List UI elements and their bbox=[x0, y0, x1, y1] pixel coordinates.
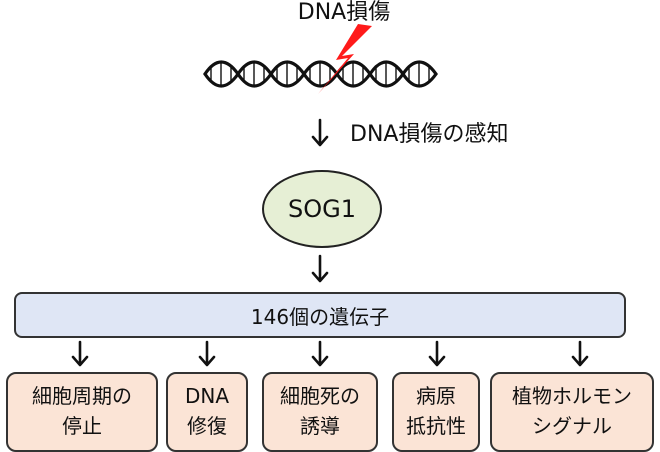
arrow-sog1-to-genes bbox=[311, 254, 329, 283]
arrow-to-outcome-1 bbox=[71, 340, 89, 367]
arrow-to-outcome-2 bbox=[198, 340, 216, 367]
sog1-label: SOG1 bbox=[288, 195, 356, 223]
dna-damage-sensing-label: DNA損傷の感知 bbox=[350, 122, 509, 147]
outcome-line-1: 細胞周期の bbox=[32, 384, 132, 408]
outcome-line-2: 修復 bbox=[187, 414, 227, 438]
outcome-line-2: 停止 bbox=[62, 414, 102, 438]
outcome-dna-repair: DNA 修復 bbox=[166, 372, 248, 452]
outcome-line-1: 植物ホルモン bbox=[512, 384, 632, 408]
outcome-plant-hormone-signaling: 植物ホルモン シグナル bbox=[490, 372, 654, 452]
outcome-line-2: シグナル bbox=[532, 414, 612, 438]
lightning-bolt-icon bbox=[318, 24, 372, 94]
arrow-dna-to-sog1 bbox=[311, 118, 329, 147]
outcome-line-1: 細胞死の bbox=[280, 384, 360, 408]
outcome-cell-cycle-arrest: 細胞周期の 停止 bbox=[6, 372, 158, 452]
outcome-line-2: 誘導 bbox=[300, 414, 340, 438]
outcome-line-2: 抵抗性 bbox=[406, 414, 466, 438]
dna-double-helix-icon bbox=[203, 60, 438, 88]
sog1-node: SOG1 bbox=[262, 170, 382, 248]
genes-bar: 146個の遺伝子 bbox=[14, 292, 626, 338]
outcome-line-1: DNA bbox=[184, 384, 230, 408]
arrow-to-outcome-5 bbox=[571, 340, 589, 367]
outcome-line-1: 病原 bbox=[416, 384, 456, 408]
arrow-to-outcome-4 bbox=[428, 340, 446, 367]
genes-bar-label: 146個の遺伝子 bbox=[250, 304, 390, 329]
dna-damage-label: DNA損傷 bbox=[297, 0, 391, 25]
arrow-to-outcome-3 bbox=[311, 340, 329, 367]
flow-arrows bbox=[71, 118, 589, 367]
diagram-graphics bbox=[71, 24, 589, 367]
outcome-pathogen-resistance: 病原 抵抗性 bbox=[392, 372, 480, 452]
outcome-cell-death-induction: 細胞死の 誘導 bbox=[262, 372, 378, 452]
